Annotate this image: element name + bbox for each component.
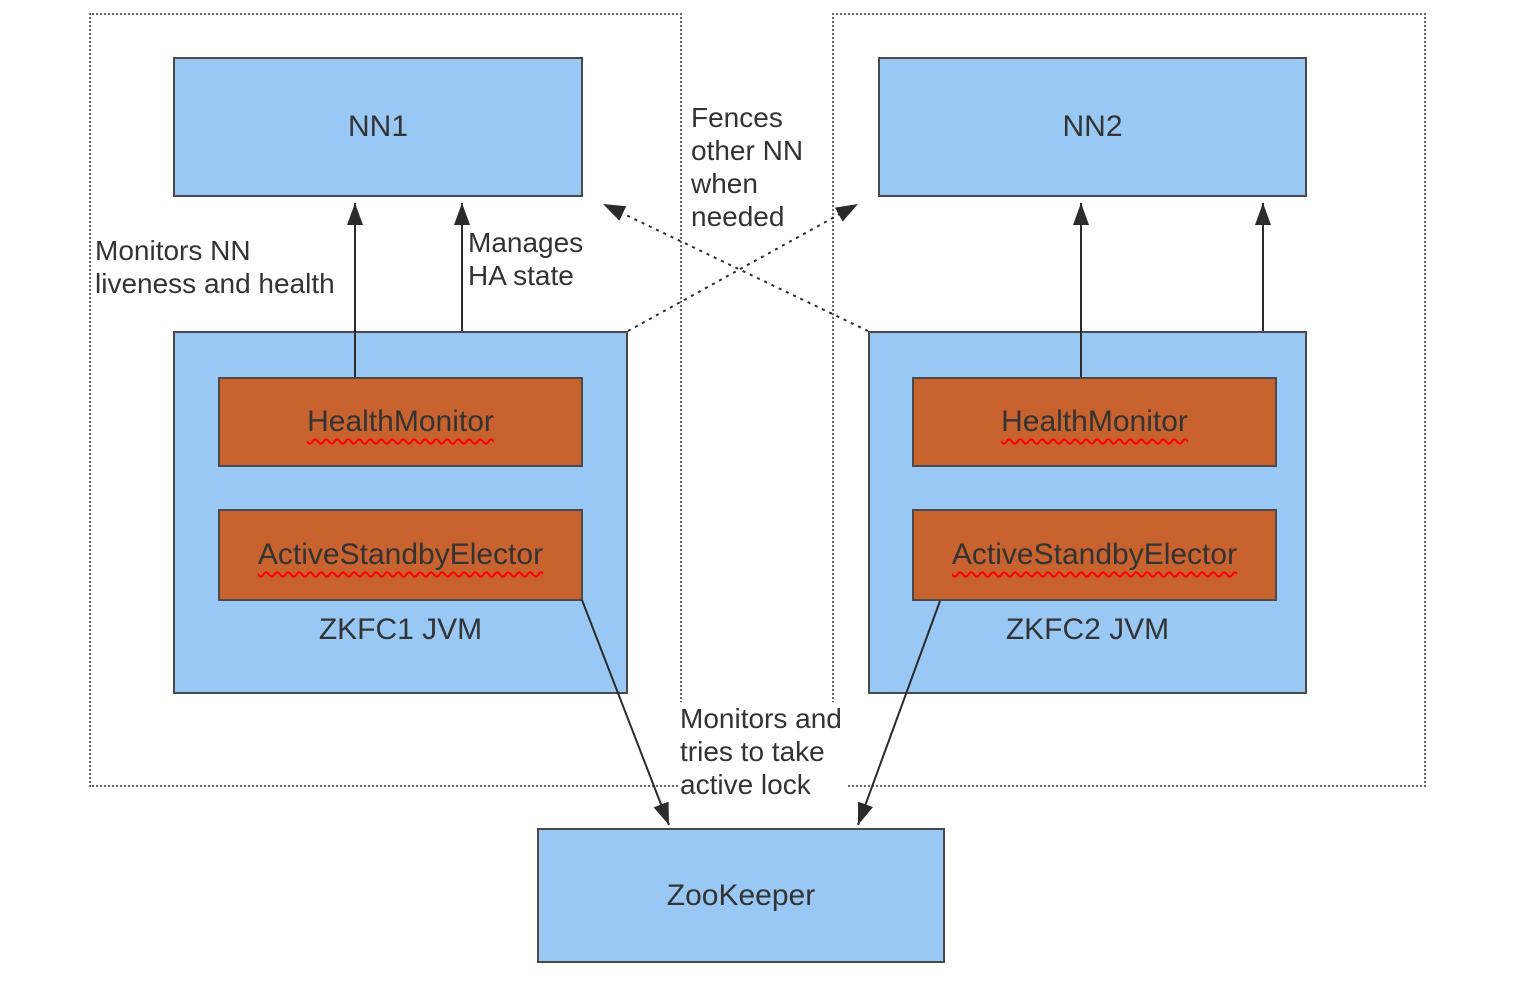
health-monitor-1-box: HealthMonitor xyxy=(218,377,583,467)
annotation-active-lock: Monitors and tries to take active lock xyxy=(680,702,846,801)
health-monitor-2-box: HealthMonitor xyxy=(912,377,1277,467)
zkfc1-jvm-label: ZKFC1 JVM xyxy=(318,613,483,646)
active-standby-elector-1-label: ActiveStandbyElector xyxy=(257,538,544,571)
annotation-monitors-nn: Monitors NN liveness and health xyxy=(95,235,335,299)
zookeeper-label: ZooKeeper xyxy=(666,878,816,912)
annotation-manages-ha: Manages HA state xyxy=(468,227,584,291)
annotation-fences: Fences other NN when needed xyxy=(691,102,804,232)
nn2-node: NN2 xyxy=(878,57,1307,197)
health-monitor-1-label: HealthMonitor xyxy=(307,405,494,438)
machine-2-boundary xyxy=(832,13,1426,787)
active-standby-elector-1-box: ActiveStandbyElector xyxy=(218,509,583,601)
zkfc2-jvm-node: HealthMonitor ActiveStandbyElector ZKFC2… xyxy=(868,331,1307,694)
nn1-label: NN1 xyxy=(347,110,408,143)
active-standby-elector-2-label: ActiveStandbyElector xyxy=(951,538,1238,571)
machine-1-boundary xyxy=(89,13,682,787)
active-standby-elector-2-box: ActiveStandbyElector xyxy=(912,509,1277,601)
zkfc2-jvm-label: ZKFC2 JVM xyxy=(1005,613,1170,646)
nn1-node: NN1 xyxy=(173,57,583,197)
zkfc1-jvm-node: HealthMonitor ActiveStandbyElector ZKFC1… xyxy=(173,331,628,694)
zookeeper-node: ZooKeeper xyxy=(537,828,945,963)
nn2-label: NN2 xyxy=(1062,110,1123,143)
health-monitor-2-label: HealthMonitor xyxy=(1001,405,1188,438)
